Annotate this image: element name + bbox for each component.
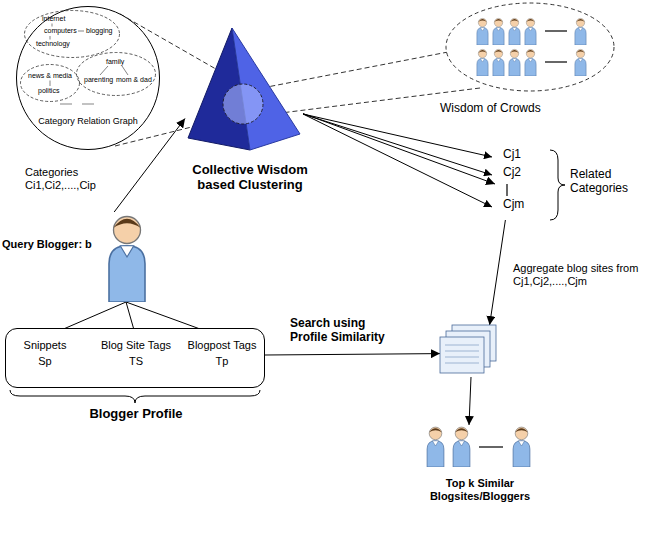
person-icon [427,427,444,467]
person-icon [493,49,504,76]
node-text: Blogger Profile [6,407,266,422]
person-icon [477,18,488,45]
node-text: technology [36,40,80,47]
top-k-bloggers-outline [425,425,535,467]
category-cluster: news & media politics [20,64,80,102]
edge-label: Search using Profile Similarity [290,316,400,345]
node-text: mom & dad [116,76,154,83]
node-text: Wisdom of Crowds [440,102,560,116]
person-icon [509,49,520,76]
edge-label: Categories Ci1,Ci2,....,Cip [25,166,117,192]
clustering-pyramid-outline [185,28,303,152]
node-text: internet [42,15,82,22]
category-cluster-outline [20,64,80,102]
projection-lines [115,14,480,146]
person-icon [525,18,536,45]
person-icon [109,217,145,303]
profile-box: Blogger ProfileSnippetsSpBlog Site TagsT… [5,328,265,388]
document-stack [440,325,502,377]
person-icon [513,427,530,467]
category-cluster-outline [24,10,120,58]
person-icon [509,18,520,45]
node-text: Category Relation Graph [34,116,142,126]
node-text: Tp [182,355,262,368]
node-text: Blog Site Tags [94,339,178,352]
person-icon [453,427,470,467]
node-text: Cjm [503,198,543,212]
node-text: family [106,58,136,65]
node-text: computers [44,27,84,34]
category-cluster: internet computersblogging technology [24,10,120,58]
related-categories: Cj1Cj2CjmRelated Categories [495,148,547,220]
ellipsis-bar [506,184,507,196]
query-blogger-outline [2,212,160,302]
node-text: parenting [84,76,118,83]
node-text: Sp [14,355,76,368]
node-text: blogging [86,27,118,34]
top-k-bloggers: Top k Similar Blogsites/Bloggers [425,425,535,467]
crowd-ellipse: Wisdom of Crowds [445,2,615,92]
category-graph-circle: Category Relation Graph internet computers… [16,6,160,150]
fan-arrows [303,114,492,207]
crowd-ellipse-outline [445,2,615,92]
edge-label: Aggregate blog sites from Cj1,Cj2,....,C… [513,262,645,288]
profile-field: Blog Site TagsTS [94,337,178,373]
node-text: TS [94,355,178,368]
person-icon [525,49,536,76]
connector [469,377,471,425]
profile-field: Blogpost TagsTp [182,337,262,373]
node-text: Blogpost Tags [182,339,262,352]
node-text: Query Blogger: b [2,238,106,251]
document-stack-outline [440,325,502,377]
node-text: Related Categories [570,168,634,196]
node-text: Snippets [14,339,76,352]
connector [490,220,506,325]
category-cluster: family parentingmom & dad [76,52,156,96]
node-text: Cj1 [503,148,543,162]
connector [303,114,495,184]
person-icon [477,49,488,76]
clustering-pyramid: Collective Wisdom based Clustering [185,28,303,152]
query-blogger: Query Blogger: b [2,212,160,302]
person-icon [575,49,586,76]
profile-field: SnippetsSp [14,337,76,373]
node-text: Cj2 [503,166,543,180]
node-text: Top k Similar Blogsites/Bloggers [415,477,545,502]
person-icon [575,18,586,45]
node-text: news & media [28,72,76,79]
node-text: Collective Wisdom based Clustering [175,163,325,193]
node-text: politics [38,87,70,94]
related-bracket [550,150,565,220]
profile-brace [10,390,260,403]
person-icon [493,18,504,45]
connector [265,354,440,355]
